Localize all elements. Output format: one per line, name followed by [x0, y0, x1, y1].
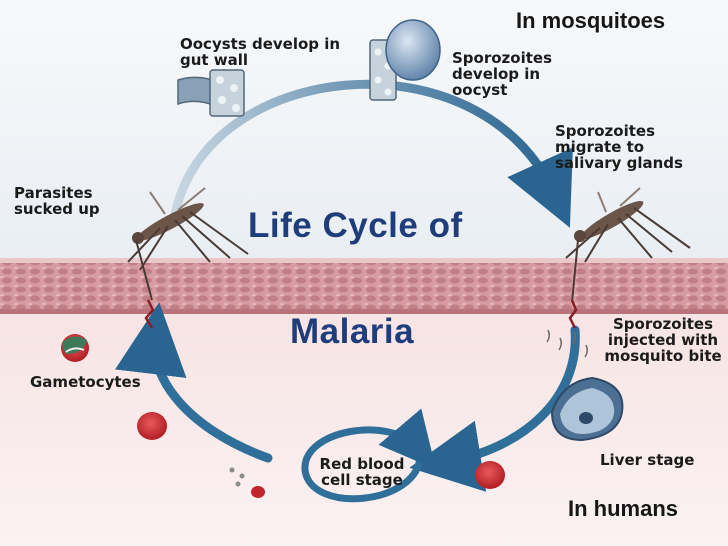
diagram-title-line-1: Life Cycle of [248, 206, 463, 245]
cycle-arrow-icon [301, 408, 437, 503]
liver-cell-icon [550, 376, 624, 442]
label-sporozoites-develop: Sporozoites develop in oocyst [452, 49, 552, 99]
diagram-title-line-2: Malaria [290, 312, 415, 351]
label-sporozoites-injected: Sporozoites injected with mosquito bite [604, 315, 722, 365]
cycle-arrow-icon [115, 302, 273, 463]
sporozoite-icon [546, 329, 589, 358]
cycle-arrow-icon [170, 79, 573, 228]
label-gametocytes: Gametocytes [30, 373, 141, 391]
bite-wound-icon [568, 299, 578, 329]
label-oocysts-develop: Oocysts develop in gut wall [180, 35, 341, 69]
cycle-arrow-icon [409, 325, 580, 492]
label-liver-stage: Liver stage [600, 451, 695, 469]
bite-wound-icon [144, 299, 155, 329]
mosquito-region-label: In mosquitoes [516, 8, 666, 33]
oocyst-icon [177, 69, 245, 117]
mosquito-icon [565, 187, 691, 303]
gametocyte-icon [61, 334, 89, 362]
oocyst-icon [369, 19, 441, 101]
blood-cell-icon [137, 412, 167, 440]
mosquito-icon [127, 187, 249, 301]
merozoite-icon [229, 467, 265, 498]
label-sporozoites-migrate: Sporozoites migrate to salivary glands [555, 122, 683, 172]
blood-cell-icon [475, 461, 505, 489]
human-region-label: In humans [568, 496, 679, 521]
label-parasites-sucked: Parasites sucked up [14, 184, 100, 218]
label-red-blood-cell-stage: Red blood cell stage [319, 455, 405, 489]
